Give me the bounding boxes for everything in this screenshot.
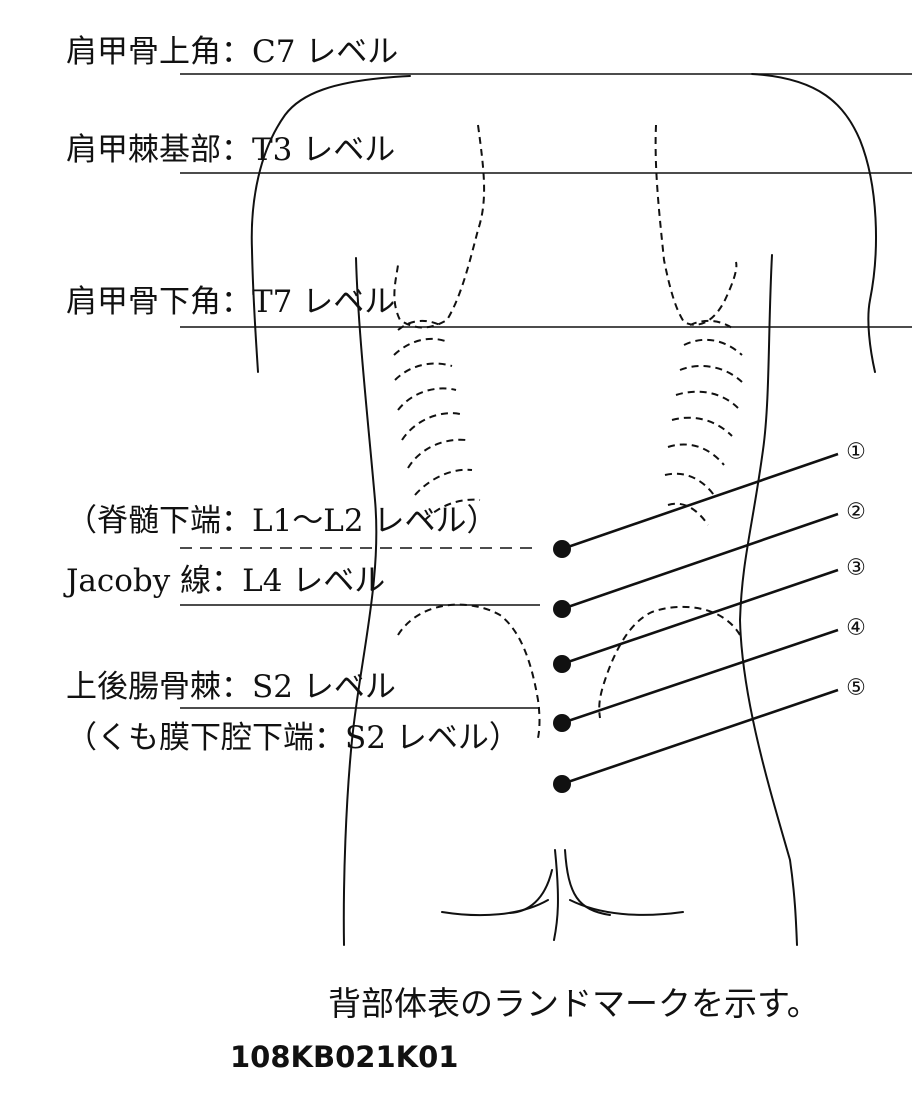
marker-number-3: ③	[846, 556, 866, 581]
l1l2-label: （脊髄下端：L1〜L2 レベル）	[66, 503, 497, 539]
right-rib-1	[689, 319, 736, 331]
marker-number-1: ①	[846, 440, 866, 465]
marker-dot-4	[553, 714, 571, 732]
left-rib-6	[407, 438, 467, 469]
right-gluteal-fold	[569, 899, 684, 916]
right-torso-outline	[738, 254, 798, 946]
marker-number-5: ⑤	[846, 676, 866, 701]
marker-dot-5	[553, 775, 571, 793]
left-rib-3	[394, 362, 453, 381]
right-rib-8	[667, 502, 709, 526]
right-rib-3	[679, 365, 743, 383]
left-scapula-outline	[393, 124, 486, 329]
right-rib-7	[664, 472, 717, 499]
marker-dot-2	[553, 600, 571, 618]
right-rib-4	[675, 390, 739, 409]
figure-code: 108KB021K01	[230, 1040, 458, 1074]
left-rib-8	[424, 498, 481, 521]
t3-label: 肩甲棘基部：T3 レベル	[66, 132, 395, 168]
t7-label: 肩甲骨下角：T7 レベル	[66, 284, 395, 320]
gluteal-cleft	[509, 849, 611, 941]
level-labels: 肩甲骨上角：C7 レベル 肩甲棘基部：T3 レベル 肩甲骨下角：T7 レベル （…	[63, 34, 520, 756]
figure-caption: 背部体表のランドマークを示す。	[328, 984, 820, 1023]
left-rib-5	[401, 412, 461, 441]
left-gluteal-fold	[441, 899, 549, 917]
right-shoulder-arm-outline	[751, 73, 877, 373]
left-iliac-crest	[397, 603, 541, 739]
leader-line-5	[561, 688, 839, 786]
numbered-markers: ① ② ③ ④ ⑤	[553, 440, 866, 793]
left-shoulder-arm-outline	[250, 75, 411, 373]
left-torso-outline	[342, 257, 378, 946]
l4-label: Jacoby 線：L4 レベル	[63, 563, 385, 599]
left-rib-2	[393, 337, 449, 356]
s2-psis-label: 上後腸骨棘：S2 レベル	[66, 669, 396, 705]
right-iliac-crest	[598, 605, 741, 719]
c7-label: 肩甲骨上角：C7 レベル	[66, 34, 398, 70]
right-rib-6	[667, 443, 725, 466]
leader-line-2	[561, 512, 839, 611]
marker-number-4: ④	[846, 616, 866, 641]
left-rib-7	[414, 468, 473, 496]
dashed-anatomy	[393, 124, 743, 739]
right-rib-2	[683, 338, 743, 356]
leader-line-3	[561, 568, 839, 666]
level-lines	[180, 73, 912, 709]
leader-line-1	[561, 452, 839, 551]
right-scapula-outline	[654, 124, 738, 326]
left-rib-4	[397, 387, 457, 411]
s2-subarachnoid-label: （くも膜下腔下端：S2 レベル）	[66, 720, 520, 756]
leader-line-4	[561, 628, 839, 725]
marker-dot-1	[553, 540, 571, 558]
body-outline	[250, 73, 877, 946]
marker-dot-3	[553, 655, 571, 673]
right-rib-5	[671, 416, 733, 437]
marker-number-2: ②	[846, 500, 866, 525]
